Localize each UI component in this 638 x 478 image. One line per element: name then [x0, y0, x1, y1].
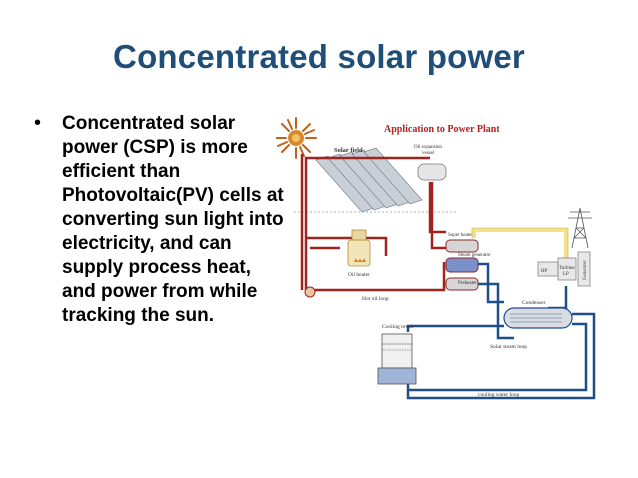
cooling-water-loop-label: cooling water loop [478, 392, 519, 398]
oil-expansion-label-1: Oil expansion [414, 145, 442, 150]
oil-expansion-label-2: vessel [422, 151, 435, 156]
pylon-icon [568, 207, 592, 249]
hot-oil-loop [300, 154, 446, 292]
turbine-label: Turbine [559, 266, 575, 271]
hot-oil-pump [304, 286, 316, 298]
cooling-tower-label: Cooling tower [382, 324, 414, 330]
cooling-tower [377, 333, 417, 385]
lp-label: LP [563, 272, 569, 277]
preheater-label: Preheater [458, 281, 477, 286]
steam-line-outline [471, 227, 569, 262]
hot-oil-loop-label: Hot oil loop [362, 296, 389, 302]
csp-diagram-svg: Application to Power Plant Solar field O… [276, 117, 596, 400]
solar-field-label: Solar field [334, 147, 363, 154]
cooling-water-loop [406, 312, 596, 400]
condenser-label: Condenser [522, 300, 546, 306]
oil-heater-label: Oil heater [348, 272, 370, 278]
super-heater-label: Super heater [448, 233, 473, 238]
turbine [537, 251, 591, 287]
diagram-heading: Application to Power Plant [384, 124, 500, 135]
solar-collectors [315, 147, 423, 213]
sun-icon [276, 117, 317, 159]
hp-label: HP [541, 269, 548, 274]
heat-exchangers [445, 239, 479, 291]
oil-expansion-vessel [417, 163, 447, 181]
generator-label: Generator [583, 260, 588, 280]
oil-heater [347, 229, 371, 267]
solar-steam-loop-label: Solar steam loop [490, 344, 527, 350]
slide-title: Concentrated solar power [113, 38, 525, 75]
bullet-marker: • [34, 112, 42, 134]
bullet-text: Concentrated solar power (CSP) is more e… [62, 113, 284, 326]
csp-diagram: Application to Power Plant Solar field O… [276, 112, 614, 412]
steam-line [472, 228, 568, 262]
steam-generator-label: Steam generator [458, 253, 491, 258]
condenser [503, 307, 573, 329]
